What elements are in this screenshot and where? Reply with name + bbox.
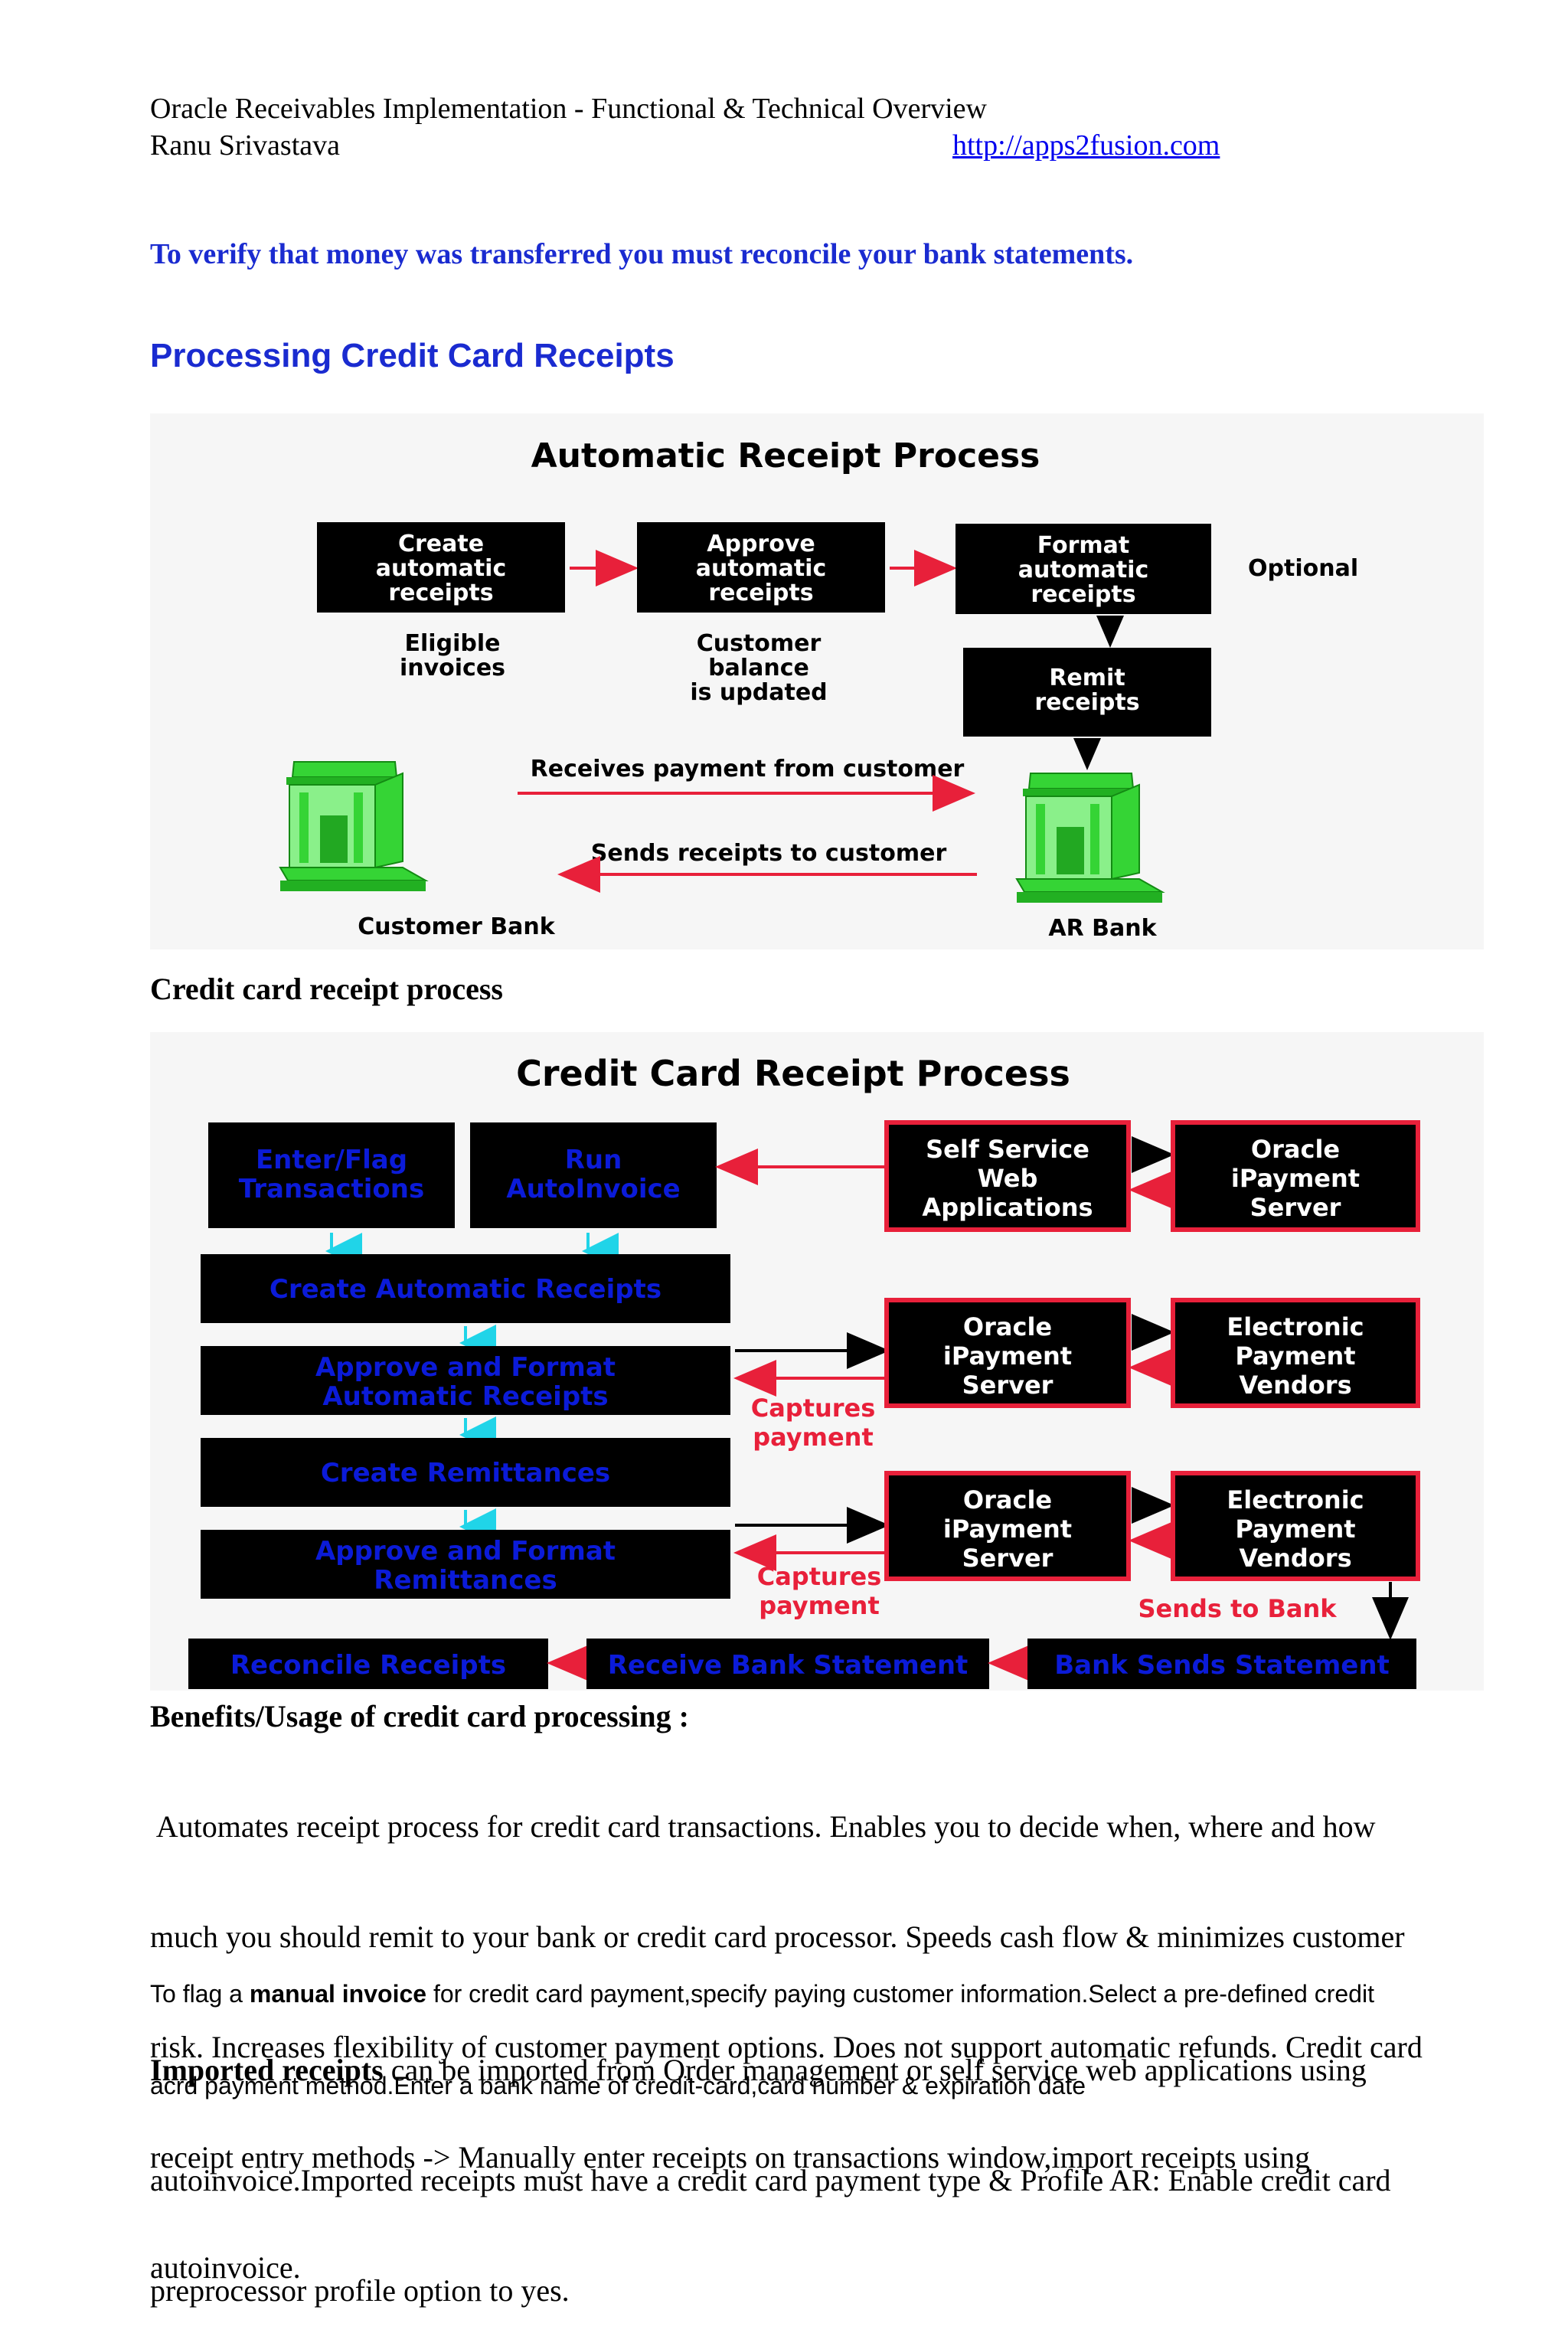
bank-sends-statement-box: Bank Sends Statement [1027,1639,1416,1689]
remit-receipts-box: Remit receipts [963,648,1211,737]
svg-text:Oracle: Oracle [1251,1135,1340,1164]
svg-text:Web: Web [978,1164,1038,1193]
svg-text:Vendors: Vendors [1239,1544,1351,1573]
svg-text:receipts: receipts [1034,689,1139,716]
svg-text:receipts: receipts [388,580,493,606]
sends-receipts-label: Sends receipts to customer [591,840,947,867]
svg-text:payment: payment [759,1591,880,1620]
benefits-paragraph: Automates receipt process for credit car… [150,1735,1482,2323]
svg-text:Approve and Format: Approve and Format [315,1536,616,1567]
svg-text:Enter/Flag: Enter/Flag [256,1145,407,1175]
svg-text:invoices: invoices [400,655,505,681]
svg-text:Receive Bank Statement: Receive Bank Statement [608,1650,969,1681]
svg-text:Electronic: Electronic [1227,1485,1364,1514]
diagram1-title: Automatic Receipt Process [531,436,1040,475]
imported-receipts-paragraph: Imported receipts can be imported from O… [150,2053,1391,2308]
credit-card-receipt-process-diagram: Credit Card Receipt Process Enter/Flag T… [150,1032,1484,1691]
svg-text:automatic: automatic [1018,557,1148,583]
create-automatic-receipts-box: Create Automatic Receipts [201,1254,730,1323]
document-title: Oracle Receivables Implementation - Func… [150,93,987,125]
svg-text:Transactions: Transactions [239,1174,424,1204]
svg-text:automatic: automatic [696,555,826,582]
manual-invoice-term: manual invoice [249,1980,427,2008]
eligible-invoices-note: Eligible [405,630,501,657]
svg-text:Applications: Applications [922,1193,1093,1222]
svg-text:AutoInvoice: AutoInvoice [506,1174,680,1204]
receives-payment-label: Receives payment from customer [531,756,965,783]
optional-label: Optional [1248,555,1358,582]
oracle-ipayment-server-box-2: Oracle iPayment Server [884,1298,1131,1408]
section-heading: Processing Credit Card Receipts [150,337,675,374]
benefits-line: much you should remit to your bank or cr… [150,1920,1405,1954]
svg-text:Server: Server [962,1544,1054,1573]
svg-text:iPayment: iPayment [943,1514,1072,1544]
diagram-caption: Credit card receipt process [150,972,503,1006]
approve-automatic-receipts-box: Approve automatic receipts [637,522,885,613]
oracle-ipayment-server-box-3: Oracle iPayment Server [884,1471,1131,1581]
receive-bank-statement-box: Receive Bank Statement [586,1639,989,1689]
svg-text:Remit: Remit [1049,665,1125,691]
customer-bank-label: Customer Bank [358,913,555,940]
benefits-heading: Benefits/Usage of credit card processing… [150,1699,689,1733]
svg-text:Bank Sends Statement: Bank Sends Statement [1054,1650,1390,1681]
svg-text:Approve and Format: Approve and Format [315,1352,616,1383]
benefits-line: Automates receipt process for credit car… [150,1809,1376,1844]
approve-format-automatic-receipts-box: Approve and Format Automatic Receipts [201,1346,730,1415]
svg-text:Format: Format [1037,532,1130,559]
svg-text:is updated: is updated [690,679,827,706]
svg-text:receipts: receipts [708,580,813,606]
svg-text:automatic: automatic [376,555,506,582]
svg-text:iPayment: iPayment [943,1341,1072,1371]
self-service-web-applications-box: Self Service Web Applications [884,1120,1131,1232]
svg-text:Create: Create [398,531,484,557]
ar-bank-icon [1015,773,1165,903]
svg-text:Oracle: Oracle [963,1312,1052,1341]
create-automatic-receipts-box: Create automatic receipts [317,522,565,613]
create-remittances-box: Create Remittances [201,1438,730,1507]
benefits-line: receipt entry methods -> Manually enter … [150,2140,1311,2174]
svg-text:receipts: receipts [1031,581,1135,608]
reconcile-receipts-box: Reconcile Receipts [188,1639,548,1689]
customer-bank-icon [279,761,429,891]
svg-text:Create Remittances: Create Remittances [321,1458,610,1488]
svg-text:Reconcile Receipts: Reconcile Receipts [230,1650,506,1681]
benefits-line: risk. Increases flexibility of customer … [150,2030,1423,2064]
oracle-ipayment-server-box-1: Oracle iPayment Server [1171,1120,1420,1232]
svg-text:Electronic: Electronic [1227,1312,1364,1341]
captures-payment-label-2: Captures [757,1562,882,1591]
website-link[interactable]: http://apps2fusion.com [952,129,1220,162]
svg-text:Self Service: Self Service [926,1135,1089,1164]
customer-balance-note: Customer [697,630,822,657]
run-autoinvoice-box: Run AutoInvoice [470,1122,717,1228]
intro-statement: To verify that money was transferred you… [150,238,1134,270]
svg-text:Server: Server [1250,1193,1341,1222]
manual-invoice-paragraph: To flag a manual invoice for credit card… [150,1980,1374,2099]
electronic-payment-vendors-box-2: Electronic Payment Vendors [1171,1471,1420,1581]
electronic-payment-vendors-box-1: Electronic Payment Vendors [1171,1298,1420,1408]
svg-text:Oracle: Oracle [963,1485,1052,1514]
approve-format-remittances-box: Approve and Format Remittances [201,1530,730,1599]
svg-text:Create Automatic Receipts: Create Automatic Receipts [270,1274,662,1305]
automatic-receipt-process-diagram: Automatic Receipt Process Create automat… [150,413,1484,949]
enter-flag-transactions-box: Enter/Flag Transactions [208,1122,455,1228]
imported-receipts-term: Imported receipts [150,2053,384,2087]
document-author: Ranu Srivastava [150,129,341,162]
svg-text:Server: Server [962,1371,1054,1400]
svg-text:Payment: Payment [1235,1341,1355,1371]
svg-text:Run: Run [565,1145,622,1175]
svg-text:Payment: Payment [1235,1514,1355,1544]
captures-payment-label-1: Captures [751,1394,876,1423]
svg-text:Remittances: Remittances [374,1565,557,1596]
ar-bank-label: AR Bank [1048,915,1157,942]
svg-text:Automatic Receipts: Automatic Receipts [322,1381,608,1412]
sends-to-bank-label: Sends to Bank [1138,1594,1337,1623]
svg-text:iPayment: iPayment [1231,1164,1360,1193]
diagram2-title: Credit Card Receipt Process [516,1053,1070,1094]
svg-text:Approve: Approve [707,531,815,557]
svg-text:payment: payment [753,1423,874,1452]
svg-text:balance: balance [708,655,809,681]
svg-text:Vendors: Vendors [1239,1371,1351,1400]
format-automatic-receipts-box: Format automatic receipts [956,524,1211,614]
